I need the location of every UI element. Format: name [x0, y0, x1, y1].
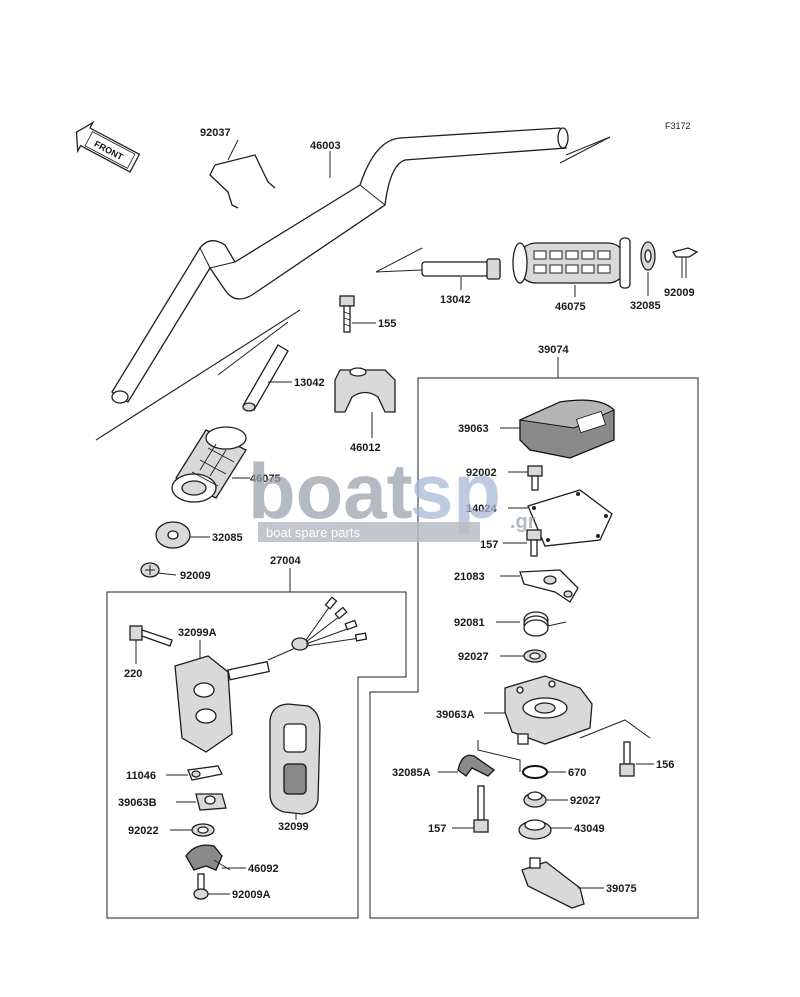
label-46003: 46003 [310, 140, 341, 152]
label-32085A: 32085A [392, 767, 431, 779]
group-box-39074 [369, 377, 699, 919]
label-39063: 39063 [458, 423, 489, 435]
part-cover-39063 [518, 399, 615, 459]
label-13042-left: 13042 [294, 377, 325, 389]
part-grip-46075-right [512, 237, 631, 289]
part-washer-92022 [191, 823, 215, 837]
part-screw-92009A [193, 873, 209, 900]
label-11046: 11046 [126, 770, 156, 782]
part-cap-39063B [195, 793, 227, 811]
label-46012: 46012 [350, 442, 381, 454]
part-bolt-155 [339, 295, 355, 333]
label-155: 155 [378, 318, 396, 330]
label-92022: 92022 [128, 825, 159, 837]
label-157-upper: 157 [480, 539, 498, 551]
watermark-logo: boat sp .gr boat spare parts [248, 447, 536, 542]
watermark-brand-suffix: .gr [510, 511, 536, 533]
part-clip-92037 [209, 154, 276, 209]
part-throttle-lever-39075 [521, 857, 585, 909]
label-46075-right: 46075 [555, 301, 586, 313]
watermark-tagline: boat spare parts [266, 525, 360, 540]
label-156: 156 [656, 759, 674, 771]
part-screw-92009-right [671, 247, 699, 278]
label-39075: 39075 [606, 883, 637, 895]
label-46075-left: 46075 [250, 473, 281, 485]
part-lever-32085A [457, 754, 496, 777]
part-washer-32085-right [640, 241, 656, 271]
part-washer-92027-lower [523, 791, 547, 808]
label-92027-lower: 92027 [570, 795, 601, 807]
label-32085-right: 32085 [630, 300, 661, 312]
part-spring-92081 [523, 611, 567, 637]
part-washer-32085-left [155, 521, 191, 549]
part-handlebar-46003 [111, 127, 611, 404]
part-bar-end-13042-right [375, 247, 501, 280]
part-bolt-92002 [527, 465, 543, 491]
label-92081: 92081 [454, 617, 485, 629]
label-39063B: 39063B [118, 797, 157, 809]
label-13042-right: 13042 [440, 294, 471, 306]
label-21083: 21083 [454, 571, 485, 583]
part-bracket-11046 [187, 765, 223, 781]
part-screw-157-lower [473, 785, 489, 833]
watermark-brand-right: sp [410, 447, 501, 535]
label-92027-upper: 92027 [458, 651, 489, 663]
label-32099: 32099 [278, 821, 309, 833]
label-14024: 14024 [466, 503, 497, 515]
label-27004: 27004 [270, 555, 301, 567]
part-bracket-21083 [519, 569, 579, 603]
part-grip-46075-left [171, 426, 247, 503]
label-92009-right: 92009 [664, 287, 695, 299]
label-670: 670 [568, 767, 586, 779]
label-92009A: 92009A [232, 889, 271, 901]
label-32085-left: 32085 [212, 532, 243, 544]
part-oring-670 [522, 765, 548, 779]
label-46092: 46092 [248, 863, 279, 875]
watermark-brand-left: boat [248, 447, 413, 535]
label-39063A: 39063A [436, 709, 475, 721]
label-157-lower: 157 [428, 823, 446, 835]
part-screw-157-upper [526, 529, 542, 557]
part-switch-cover-32099 [269, 703, 321, 815]
part-washer-92027-upper [523, 649, 547, 663]
group-box-27004 [106, 591, 407, 919]
part-housing-39063A [504, 675, 593, 745]
label-43049: 43049 [574, 823, 605, 835]
label-220: 220 [124, 668, 142, 680]
sheet-id: F3172 [665, 121, 691, 131]
label-92037: 92037 [200, 127, 231, 139]
part-clamp-46012 [334, 367, 396, 413]
part-cup-43049 [518, 819, 552, 840]
label-92002: 92002 [466, 467, 497, 479]
part-bar-end-13042-left [217, 321, 289, 412]
label-92009-left: 92009 [180, 570, 211, 582]
part-switch-housing-32099A [174, 596, 368, 753]
part-screw-92009-left [140, 562, 177, 578]
part-bolt-156 [619, 741, 635, 777]
part-lever-46092 [185, 844, 231, 871]
front-direction-arrow: FRONT [75, 121, 141, 173]
label-39074: 39074 [538, 344, 569, 356]
part-gasket-14024 [527, 489, 613, 547]
label-32099A: 32099A [178, 627, 217, 639]
